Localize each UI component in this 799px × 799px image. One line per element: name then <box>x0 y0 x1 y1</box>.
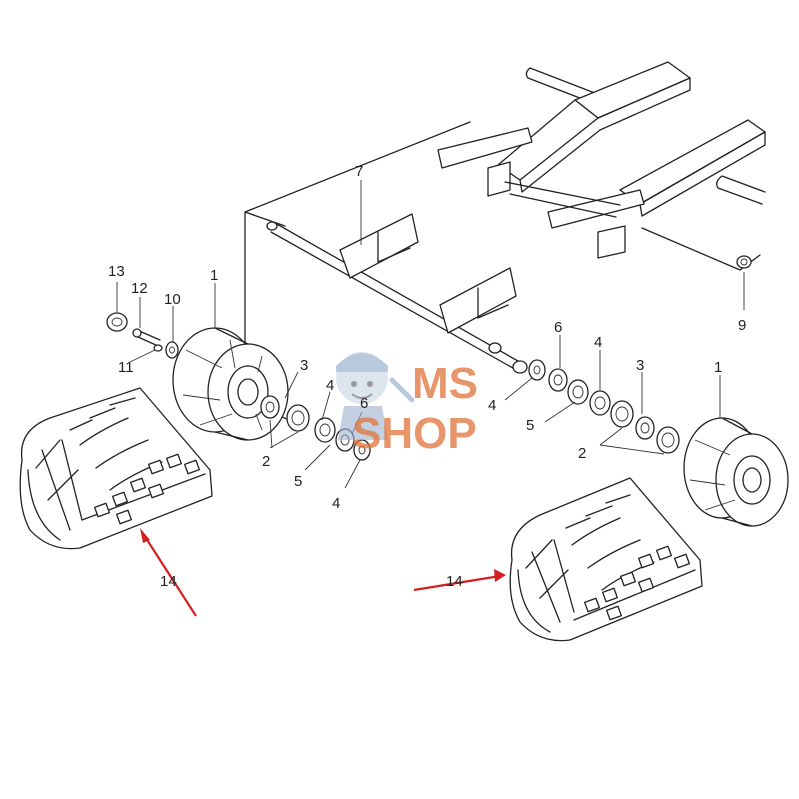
bolt-12 <box>132 328 161 347</box>
lower-axle <box>266 180 528 374</box>
bearing-3-left <box>286 404 310 432</box>
callout-14-left: 14 <box>160 573 177 590</box>
callout-3-left: 3 <box>300 357 308 374</box>
callout-12: 12 <box>131 280 148 297</box>
wheel-right <box>683 417 789 527</box>
callout-6-left: 6 <box>360 395 368 412</box>
callout-4-right-b: 4 <box>594 334 602 351</box>
callout-labels: 13 12 10 11 1 3 4 6 2 5 4 7 9 6 4 3 1 4 … <box>108 163 746 590</box>
track-right <box>509 477 703 642</box>
watermark-line1: MS <box>412 359 478 408</box>
callout-6-right: 6 <box>554 319 562 336</box>
bolt-9 <box>736 255 752 269</box>
callout-7: 7 <box>355 163 363 180</box>
track-left-lugs <box>94 453 200 525</box>
left-hub-assembly <box>106 282 371 489</box>
watermark-line2: SHOP <box>352 409 477 458</box>
red-arrow-right <box>413 569 506 592</box>
mechanic-mascot-icon <box>336 352 415 440</box>
washer-5-right <box>567 379 589 405</box>
bearing-3-right <box>635 416 655 440</box>
washer-10 <box>165 341 179 359</box>
pin-11 <box>153 344 163 352</box>
red-arrow-left <box>140 528 197 617</box>
callout-4-left-bottom: 4 <box>332 495 340 512</box>
callout-2-right: 2 <box>578 445 586 462</box>
bearing-2-left <box>260 395 280 419</box>
right-hub-assembly <box>504 335 789 527</box>
callout-10: 10 <box>164 291 181 308</box>
watermark: MS SHOP <box>336 352 478 458</box>
callout-1-right: 1 <box>714 359 722 376</box>
callout-4-right-a: 4 <box>488 397 496 414</box>
callout-5-right: 5 <box>526 417 534 434</box>
callout-11: 11 <box>118 359 134 376</box>
callout-1-left: 1 <box>210 267 218 284</box>
washer-4-right-a <box>528 359 546 381</box>
nut-13 <box>106 312 128 332</box>
callout-14-right: 14 <box>446 573 463 590</box>
callout-2-left: 2 <box>262 453 270 470</box>
track-right-lugs <box>584 545 690 621</box>
callout-3-right: 3 <box>636 357 644 374</box>
washer-6-right <box>548 368 568 392</box>
bearing-2-right-b <box>656 426 680 454</box>
callout-9: 9 <box>738 317 746 334</box>
track-left <box>19 387 213 550</box>
callout-4-left-top: 4 <box>326 377 334 394</box>
frame-assembly <box>437 61 766 310</box>
callout-5-left: 5 <box>294 473 302 490</box>
callout-13: 13 <box>108 263 125 280</box>
washer-4-left <box>314 417 336 443</box>
washer-4-right-b <box>589 390 611 416</box>
bearing-2-right-a <box>610 400 634 428</box>
wheel-left <box>172 327 289 441</box>
